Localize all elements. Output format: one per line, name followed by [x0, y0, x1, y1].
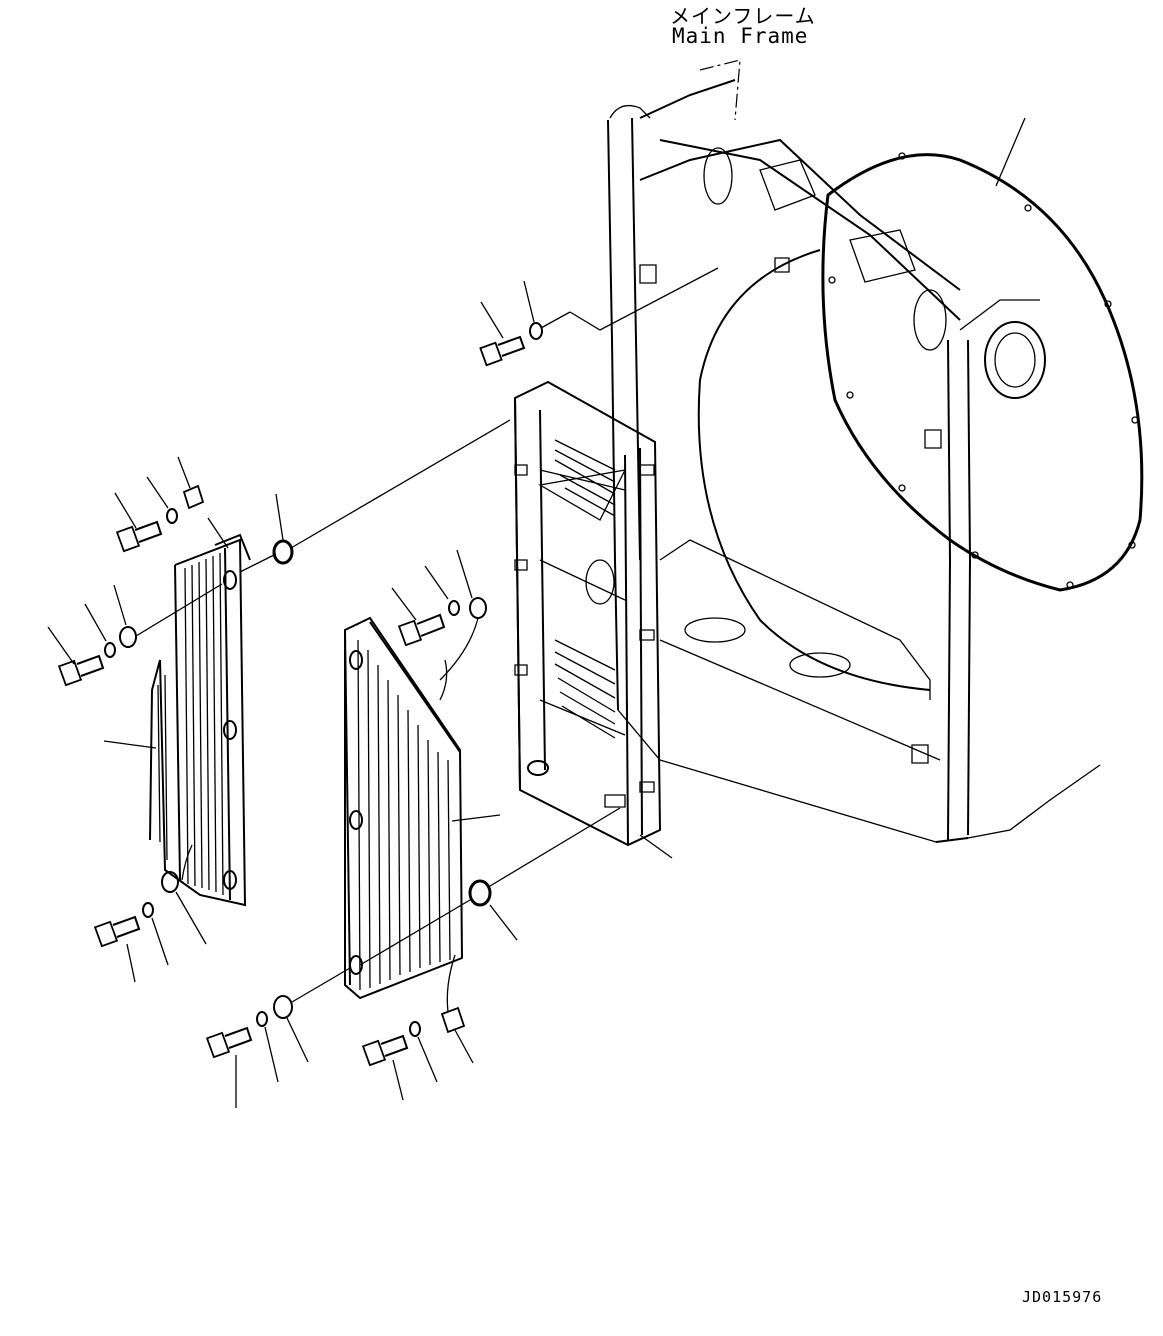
clip-left-upper: [184, 486, 203, 508]
right-cooler-core: [345, 618, 462, 998]
clip-bottom-right: [442, 1008, 464, 1032]
main-frame-label-en: Main Frame: [672, 24, 809, 48]
bolt-bottom-left: [207, 1028, 251, 1057]
shroud-seal-ring: [823, 118, 1142, 590]
washer-left-lower: [143, 903, 153, 917]
center-support-frame: [515, 382, 660, 845]
bolt-left-mid: [59, 656, 103, 685]
bolt-top: [480, 337, 524, 365]
spacer-bottom-left: [274, 996, 292, 1018]
grommet-left: [274, 541, 292, 563]
spacer-left-mid: [120, 627, 136, 647]
clamp-left-lower: [162, 872, 178, 892]
washer-bottom-left: [257, 1012, 267, 1026]
bolt-bottom-right: [363, 1036, 407, 1065]
leader-lines: [48, 281, 534, 1108]
main-frame-label-jp: メインフレーム: [670, 4, 816, 28]
bolt-right-upper: [399, 615, 444, 645]
clamp-right-upper: [470, 598, 486, 618]
main-frame: [608, 60, 1100, 842]
grommet-right: [470, 881, 490, 905]
washer-top: [530, 323, 542, 339]
washer-left-mid: [105, 643, 115, 657]
washer-left-upper: [167, 509, 177, 523]
assembly-lines: [136, 268, 718, 1012]
fasteners: [59, 323, 542, 1065]
washer-bottom-right: [410, 1022, 420, 1036]
left-cooler-core: [150, 518, 250, 905]
bolt-left-lower: [95, 917, 139, 946]
washer-right-upper: [449, 601, 459, 615]
bolt-left-upper: [117, 522, 161, 551]
drawing-code: JD015976: [1022, 1288, 1103, 1306]
